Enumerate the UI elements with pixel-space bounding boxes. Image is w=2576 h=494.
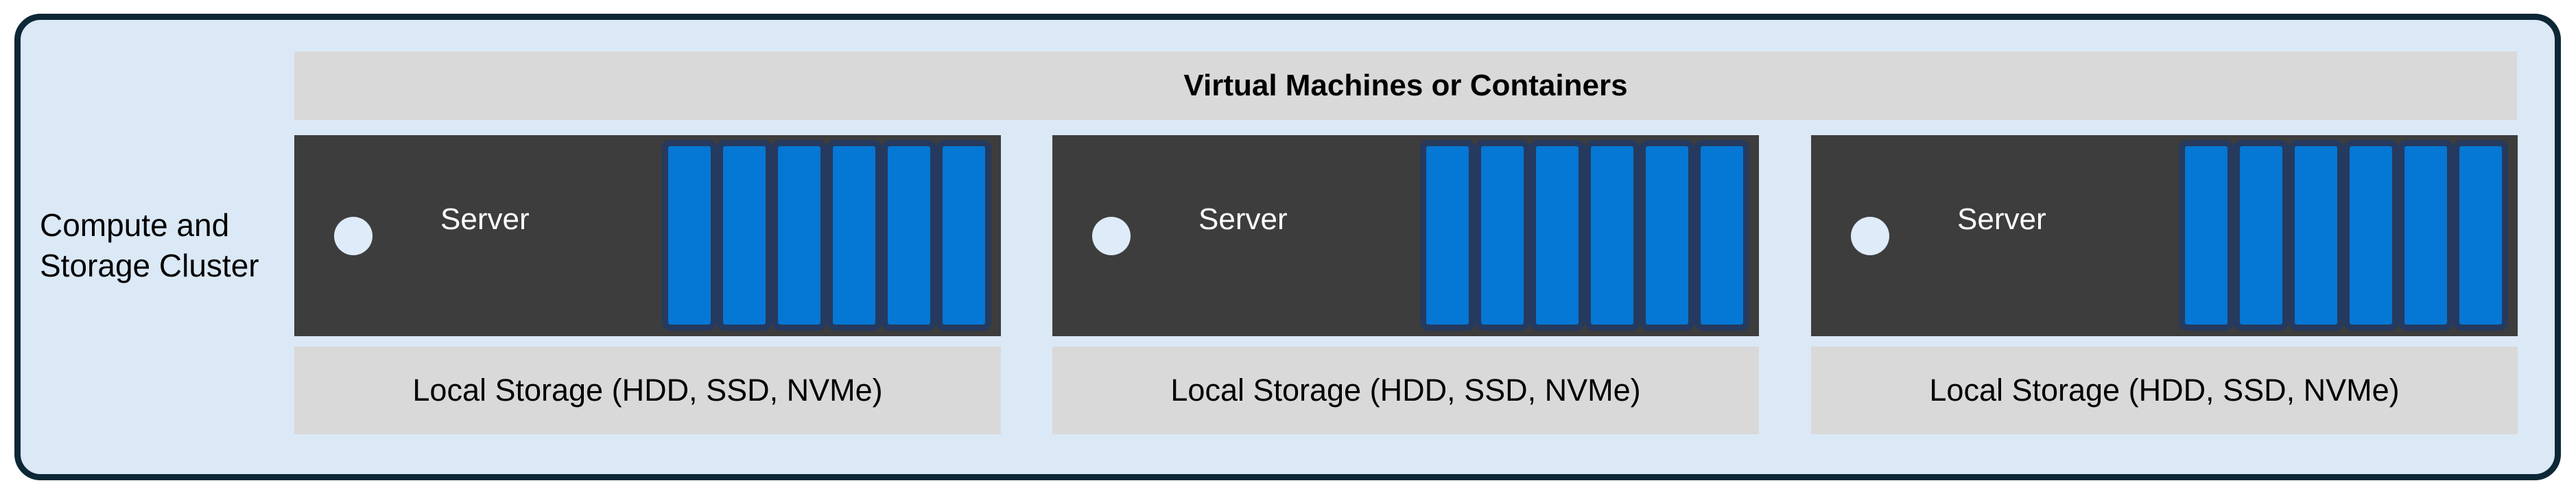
local-storage-bar: Local Storage (HDD, SSD, NVMe) [1052,346,1759,434]
disk-bar [772,140,827,331]
disk-bar [2289,140,2343,331]
compute-storage-cluster-container: Compute and Storage Cluster Virtual Mach… [14,14,2561,480]
local-storage-label: Local Storage (HDD, SSD, NVMe) [412,373,883,408]
disk-bar [1640,140,1694,331]
disk-bar [717,140,772,331]
disk-bar [2234,140,2289,331]
cluster-label-line2: Storage Cluster [40,248,259,283]
disk-bar [827,140,882,331]
disk-bar [2179,140,2234,331]
local-storage-label: Local Storage (HDD, SSD, NVMe) [1170,373,1641,408]
led-circle-icon [1851,217,1889,255]
led-circle-icon [334,217,373,255]
disk-bar [2453,140,2508,331]
vm-containers-header-label: Virtual Machines or Containers [1183,69,1628,102]
disk-bar [1694,140,1749,331]
disk-bar [882,140,936,331]
disk-bar [662,140,717,331]
disk-bar [1475,140,1530,331]
server-unit-3: Server Local Storage (HDD, SSD, NVMe) [1811,135,2518,434]
server-label: Server [1198,202,1288,236]
led-circle-icon [1092,217,1131,255]
disk-bar [2343,140,2398,331]
server-label: Server [440,202,530,236]
local-storage-label: Local Storage (HDD, SSD, NVMe) [1929,373,2400,408]
server-box: Server [294,135,1001,336]
local-storage-bar: Local Storage (HDD, SSD, NVMe) [1811,346,2518,434]
server-box: Server [1052,135,1759,336]
disk-bar [2398,140,2453,331]
server-box: Server [1811,135,2518,336]
disk-array [1420,140,1749,331]
cluster-label: Compute and Storage Cluster [40,205,300,286]
cluster-label-line1: Compute and [40,207,230,243]
local-storage-bar: Local Storage (HDD, SSD, NVMe) [294,346,1001,434]
vm-containers-header-bar: Virtual Machines or Containers [294,51,2517,120]
disk-bar [1530,140,1585,331]
disk-bar [936,140,991,331]
disk-array [2179,140,2508,331]
disk-bar [1585,140,1640,331]
disk-bar [1420,140,1475,331]
disk-array [662,140,991,331]
server-unit-1: Server Local Storage (HDD, SSD, NVMe) [294,135,1001,434]
server-unit-2: Server Local Storage (HDD, SSD, NVMe) [1052,135,1759,434]
server-label: Server [1957,202,2046,236]
